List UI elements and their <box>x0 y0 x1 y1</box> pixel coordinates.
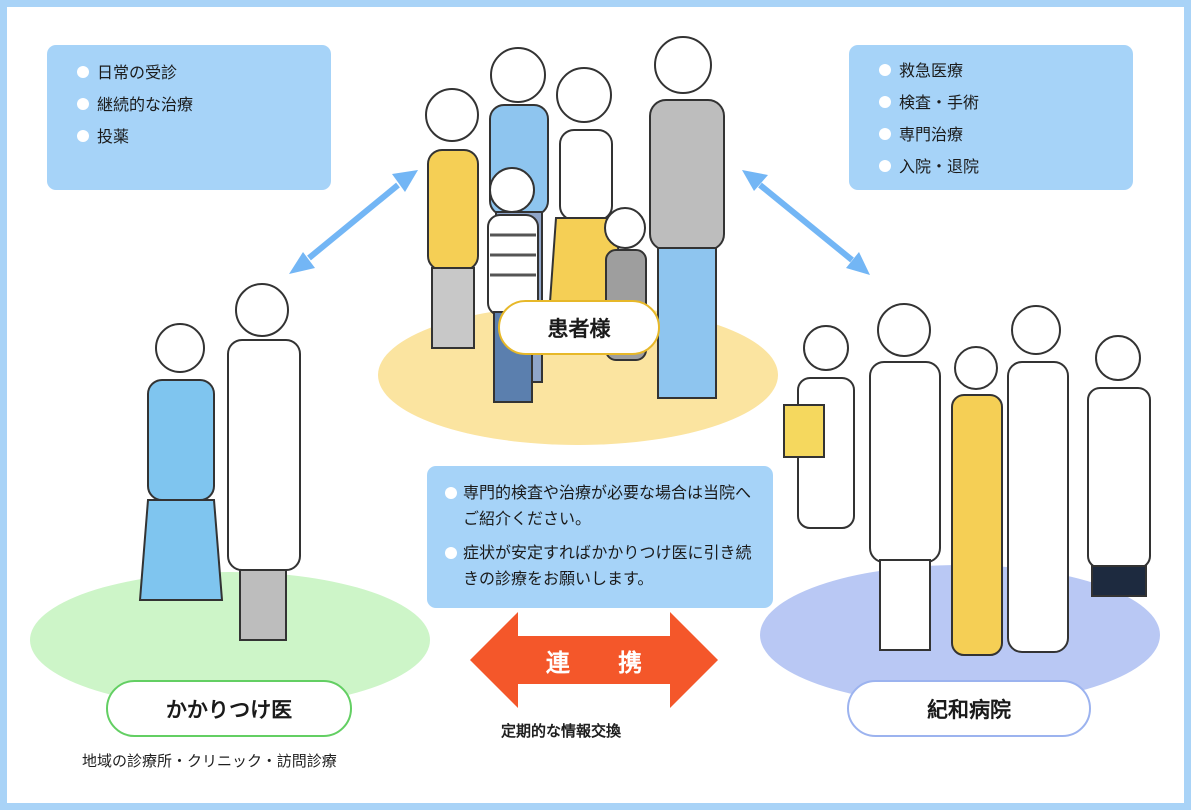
list-item: 入院・退院 <box>877 151 1105 183</box>
hospital-label: 紀和病院 <box>847 680 1091 737</box>
list-item: 検査・手術 <box>877 87 1105 119</box>
list-item: 継続的な治療 <box>75 89 303 121</box>
doctor-ground-ellipse <box>30 572 430 708</box>
arrow-patient-doctor <box>289 170 418 274</box>
list-item: 専門治療 <box>877 119 1105 151</box>
exchange-caption: 定期的な情報交換 <box>501 722 622 740</box>
referral-note-box: 専門的検査や治療が必要な場合は当院へご紹介ください。 症状が安定すればかかりつけ… <box>427 466 773 608</box>
patient-label: 患者様 <box>498 300 660 355</box>
family-doctor-caption: 地域の診療所・クリニック・訪問診療 <box>82 752 337 770</box>
hospital-staff-illustration <box>783 303 1151 656</box>
list-item: 症状が安定すればかかりつけ医に引き続きの診療をお願いします。 <box>443 540 755 592</box>
collab-label: 連 携 <box>545 648 663 677</box>
list-item: 日常の受診 <box>75 57 303 89</box>
list-item: 救急医療 <box>877 55 1105 87</box>
collab-double-arrow <box>470 612 718 708</box>
family-doctor-illustration <box>138 283 301 641</box>
list-item: 投薬 <box>75 121 303 153</box>
family-doctor-label: かかりつけ医 <box>106 680 352 737</box>
list-item: 専門的検査や治療が必要な場合は当院へご紹介ください。 <box>443 480 755 532</box>
family-doctor-services-box: 日常の受診 継続的な治療 投薬 <box>47 45 331 190</box>
arrow-patient-hospital <box>742 170 870 275</box>
hospital-services-box: 救急医療 検査・手術 専門治療 入院・退院 <box>849 45 1133 190</box>
